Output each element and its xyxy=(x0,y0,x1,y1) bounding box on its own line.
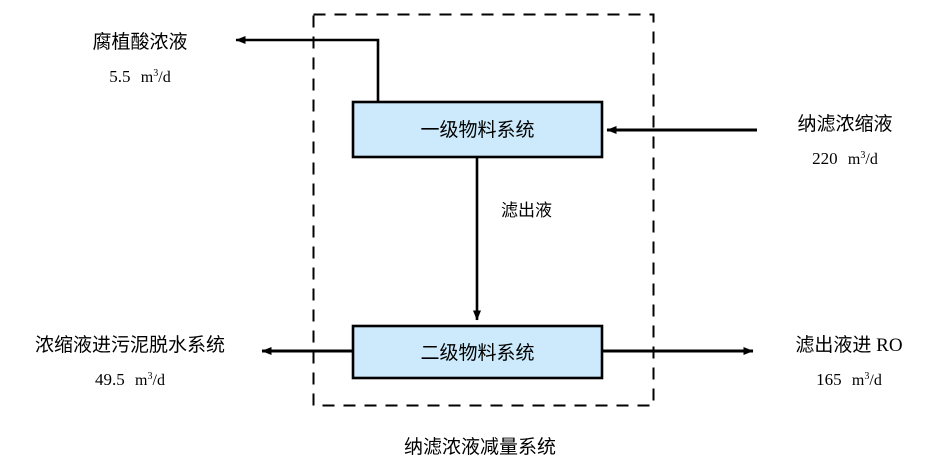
stream-concentrate-sludge-unit-sup: 3 xyxy=(148,371,153,382)
stream-filtrate-ro-unit-sup: 3 xyxy=(864,371,869,382)
stream-concentrate-sludge-number: 49.5 xyxy=(95,370,125,389)
system-boundary xyxy=(312,13,655,407)
stream-humic-acid-unit-base: m xyxy=(141,69,154,86)
node-stage1-box[interactable] xyxy=(351,100,604,159)
stream-nf-concentrate-unit-base: m xyxy=(848,151,861,168)
node-stage2-box[interactable] xyxy=(351,324,604,380)
stream-nf-concentrate-value: 220 m3/d xyxy=(812,149,878,168)
stream-filtrate-ro-unit-base: m xyxy=(852,372,865,389)
stream-filtrate-ro-number: 165 xyxy=(816,370,842,389)
stream-humic-acid-name: 腐植酸浓液 xyxy=(92,31,187,53)
stream-filtrate-ro-unit-tail: /d xyxy=(869,372,881,389)
stream-humic-acid-unit-sup: 3 xyxy=(153,68,158,79)
edge-label-filtrate: 滤出液 xyxy=(501,201,552,220)
stream-humic-acid-number: 5.5 xyxy=(109,67,130,86)
stream-filtrate-ro-name: 滤出液进 RO xyxy=(795,334,902,356)
diagram-caption: 纳滤浓液减量系统 xyxy=(404,436,556,458)
stream-nf-concentrate-unit-sup: 3 xyxy=(860,150,865,161)
stream-filtrate-ro-value: 165 m3/d xyxy=(816,370,882,389)
stream-concentrate-sludge-unit-tail: /d xyxy=(153,372,165,389)
stream-nf-concentrate-unit-tail: /d xyxy=(865,151,877,168)
stream-nf-concentrate-number: 220 xyxy=(812,149,838,168)
node-stage2-label: 二级物料系统 xyxy=(420,342,534,364)
stream-concentrate-sludge-unit-base: m xyxy=(135,372,148,389)
stream-concentrate-sludge-value: 49.5 m3/d xyxy=(95,370,165,389)
stream-humic-acid-value: 5.5 m3/d xyxy=(109,67,170,86)
stream-concentrate-sludge-name: 浓缩液进污泥脱水系统 xyxy=(35,334,225,356)
stream-nf-concentrate-name: 纳滤浓缩液 xyxy=(797,113,892,135)
stream-humic-acid-unit-tail: /d xyxy=(158,69,170,86)
node-stage1-label: 一级物料系统 xyxy=(420,119,534,141)
humic-acid-outlet-line xyxy=(235,36,380,102)
